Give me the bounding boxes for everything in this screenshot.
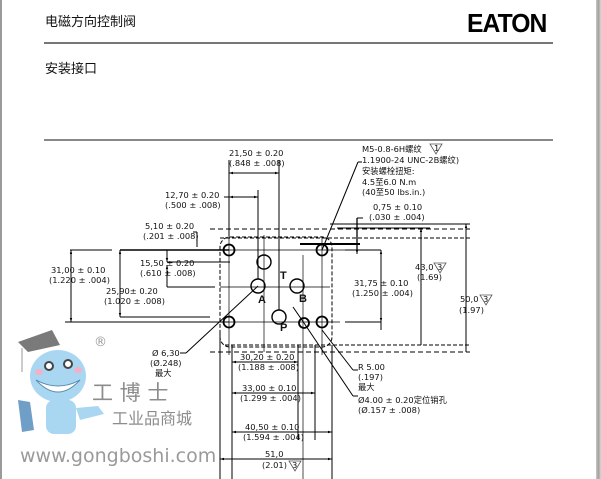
body-outline bbox=[219, 236, 333, 348]
mascot-icon bbox=[18, 330, 104, 434]
note-line: 最大 bbox=[358, 382, 375, 392]
dim-text: (1.594 ± .004) bbox=[243, 432, 304, 442]
locating-pin-hole bbox=[298, 317, 310, 329]
dim-text: (1.299 ± .004) bbox=[240, 393, 301, 403]
dimension-31-00: 31,00 ± 0.10 (1.220 ± .004) bbox=[49, 265, 110, 285]
dim-text: (1.220 ± .004) bbox=[49, 275, 110, 285]
port-label-a: A bbox=[258, 294, 266, 306]
header-divider bbox=[44, 42, 553, 44]
locating-pin-note: Ø4.00 ± 0.20定位销孔 (Ø.157 ± .008) bbox=[358, 395, 448, 415]
mounting-hole bbox=[315, 315, 329, 329]
dim-text: (.500 ± .008) bbox=[165, 200, 221, 210]
port-label-p: P bbox=[280, 322, 287, 334]
note-line: (40至50 lbs.in.) bbox=[362, 187, 425, 197]
note-line: (Ø.248) bbox=[150, 358, 181, 368]
dimension-0-75: 0,75 ± 0.10 (.030 ± .004) bbox=[369, 202, 425, 222]
note-line: 4.5至6.0 N.m bbox=[362, 177, 416, 187]
dim-text: 21,50 ± 0.20 bbox=[229, 148, 283, 158]
dim-text: 25,90± 0.20 bbox=[106, 286, 158, 296]
dim-text: 43,0 bbox=[415, 262, 433, 272]
eaton-logo: EATON bbox=[467, 8, 547, 38]
note-line: (Ø.157 ± .008) bbox=[358, 405, 420, 415]
dimension-51-0: 51,0 (2.01) 3 bbox=[262, 449, 297, 470]
note-line: 安装螺栓扭矩: bbox=[362, 166, 415, 176]
dimension-5-10: 5,10 ± 0.20 (.201 ± .008) bbox=[143, 221, 199, 241]
holes bbox=[222, 243, 329, 329]
watermark-mall: 工业品商城 bbox=[112, 409, 192, 428]
watermark: ® 工 博 士 工业品商城 www.gongboshi.com bbox=[18, 330, 216, 467]
finish-triangle-icon bbox=[429, 143, 443, 155]
dim-text: (.201 ± .008) bbox=[143, 231, 199, 241]
dimension-31-75: 31,75 ± 0.10 (1.250 ± .004) bbox=[352, 278, 413, 298]
dim-text: 0,75 ± 0.10 bbox=[373, 202, 422, 212]
dim-text: 12,70 ± 0.20 bbox=[165, 190, 219, 200]
dim-text: (1.69) bbox=[417, 272, 442, 282]
registered-mark: ® bbox=[94, 335, 107, 350]
finish-triangle-icon bbox=[479, 294, 493, 306]
section-divider bbox=[44, 139, 553, 141]
dimension-21-50: 21,50 ± 0.20 (.848 ± .008) bbox=[229, 148, 285, 168]
dim-text: (.848 ± .008) bbox=[229, 158, 285, 168]
dim-text: 30,20 ± 0.20 bbox=[240, 352, 294, 362]
port-t-circle bbox=[256, 254, 272, 270]
dimension-12-70: 12,70 ± 0.20 (.500 ± .008) bbox=[165, 190, 221, 210]
dimension-30-20: 30,20 ± 0.20 (1.188 ± .008) bbox=[238, 352, 299, 372]
dim-text: 51,0 bbox=[265, 449, 283, 459]
port-b-circle bbox=[289, 278, 305, 294]
dim-text: (2.01) bbox=[262, 460, 287, 470]
note-line: Ø 6,30 bbox=[152, 348, 180, 358]
finish-mark-icon: 3 bbox=[437, 262, 442, 272]
dimension-15-50: 15,50 ± 0.20 (.610 ± .008) bbox=[140, 258, 196, 278]
section-title: 安装接口 bbox=[45, 62, 98, 77]
note-line: Ø4.00 ± 0.20定位销孔 bbox=[358, 395, 448, 405]
dim-text: 15,50 ± 0.20 bbox=[140, 258, 194, 268]
mounting-hole bbox=[315, 243, 329, 257]
finish-mark-icon: 3 bbox=[292, 460, 297, 470]
dim-text: 5,10 ± 0.20 bbox=[145, 221, 194, 231]
page-edge-left bbox=[0, 0, 2, 479]
dimension-43-0: 43,0 (1.69) 3 bbox=[415, 262, 442, 282]
note-line: 最大 bbox=[155, 368, 172, 378]
note-line: R 5.00 bbox=[358, 362, 385, 372]
dimension-33-00: 33,00 ± 0.10 (1.299 ± .004) bbox=[240, 383, 301, 403]
dim-text: (1.250 ± .004) bbox=[352, 288, 413, 298]
dim-text: (1.97) bbox=[459, 305, 484, 315]
dim-text: (1.188 ± .008) bbox=[238, 362, 299, 372]
dim-text: 40,50 ± 0.10 bbox=[245, 422, 299, 432]
dimension-40-50: 40,50 ± 0.10 (1.594 ± .004) bbox=[243, 422, 304, 442]
port-label-b: B bbox=[299, 293, 307, 305]
dimension-25-90: 25,90± 0.20 (1.020 ± .008) bbox=[104, 286, 165, 306]
finish-triangle-icon bbox=[433, 262, 447, 274]
dim-text: 33,00 ± 0.10 bbox=[242, 383, 296, 393]
port-label-t: T bbox=[280, 270, 287, 282]
dim-text: 50,0 bbox=[460, 294, 478, 304]
scrollbar[interactable] bbox=[596, 0, 601, 479]
dim-text: (.610 ± .008) bbox=[140, 268, 196, 278]
finish-mark-icon: 1 bbox=[434, 143, 439, 153]
dim-text: 31,00 ± 0.10 bbox=[51, 265, 105, 275]
port-diameter-note: Ø 6,30 (Ø.248) 最大 bbox=[150, 348, 181, 378]
dim-text: (1.020 ± .008) bbox=[104, 296, 165, 306]
radius-note: R 5.00 (.197) 最大 bbox=[358, 362, 385, 392]
dimension-50-0: 50,0 (1.97) 3 bbox=[459, 294, 488, 315]
page-title: 电磁方向控制阀 bbox=[45, 15, 137, 30]
finish-triangle-icon bbox=[288, 460, 302, 472]
note-line: 1.1900-24 UNC-2B螺纹) bbox=[362, 155, 459, 165]
note-line: (.197) bbox=[358, 372, 383, 382]
finish-mark-icon: 3 bbox=[483, 294, 488, 304]
thread-note: M5-0.8-6H螺纹 1 1.1900-24 UNC-2B螺纹) 安装螺栓扭矩… bbox=[362, 143, 459, 197]
dim-text: (.030 ± .004) bbox=[369, 212, 425, 222]
watermark-brand: 工 博 士 bbox=[92, 381, 168, 405]
dim-text: 31,75 ± 0.10 bbox=[354, 278, 408, 288]
finish-symbols bbox=[288, 143, 493, 472]
note-line: M5-0.8-6H螺纹 bbox=[362, 144, 422, 154]
watermark-url: www.gongboshi.com bbox=[20, 445, 216, 467]
